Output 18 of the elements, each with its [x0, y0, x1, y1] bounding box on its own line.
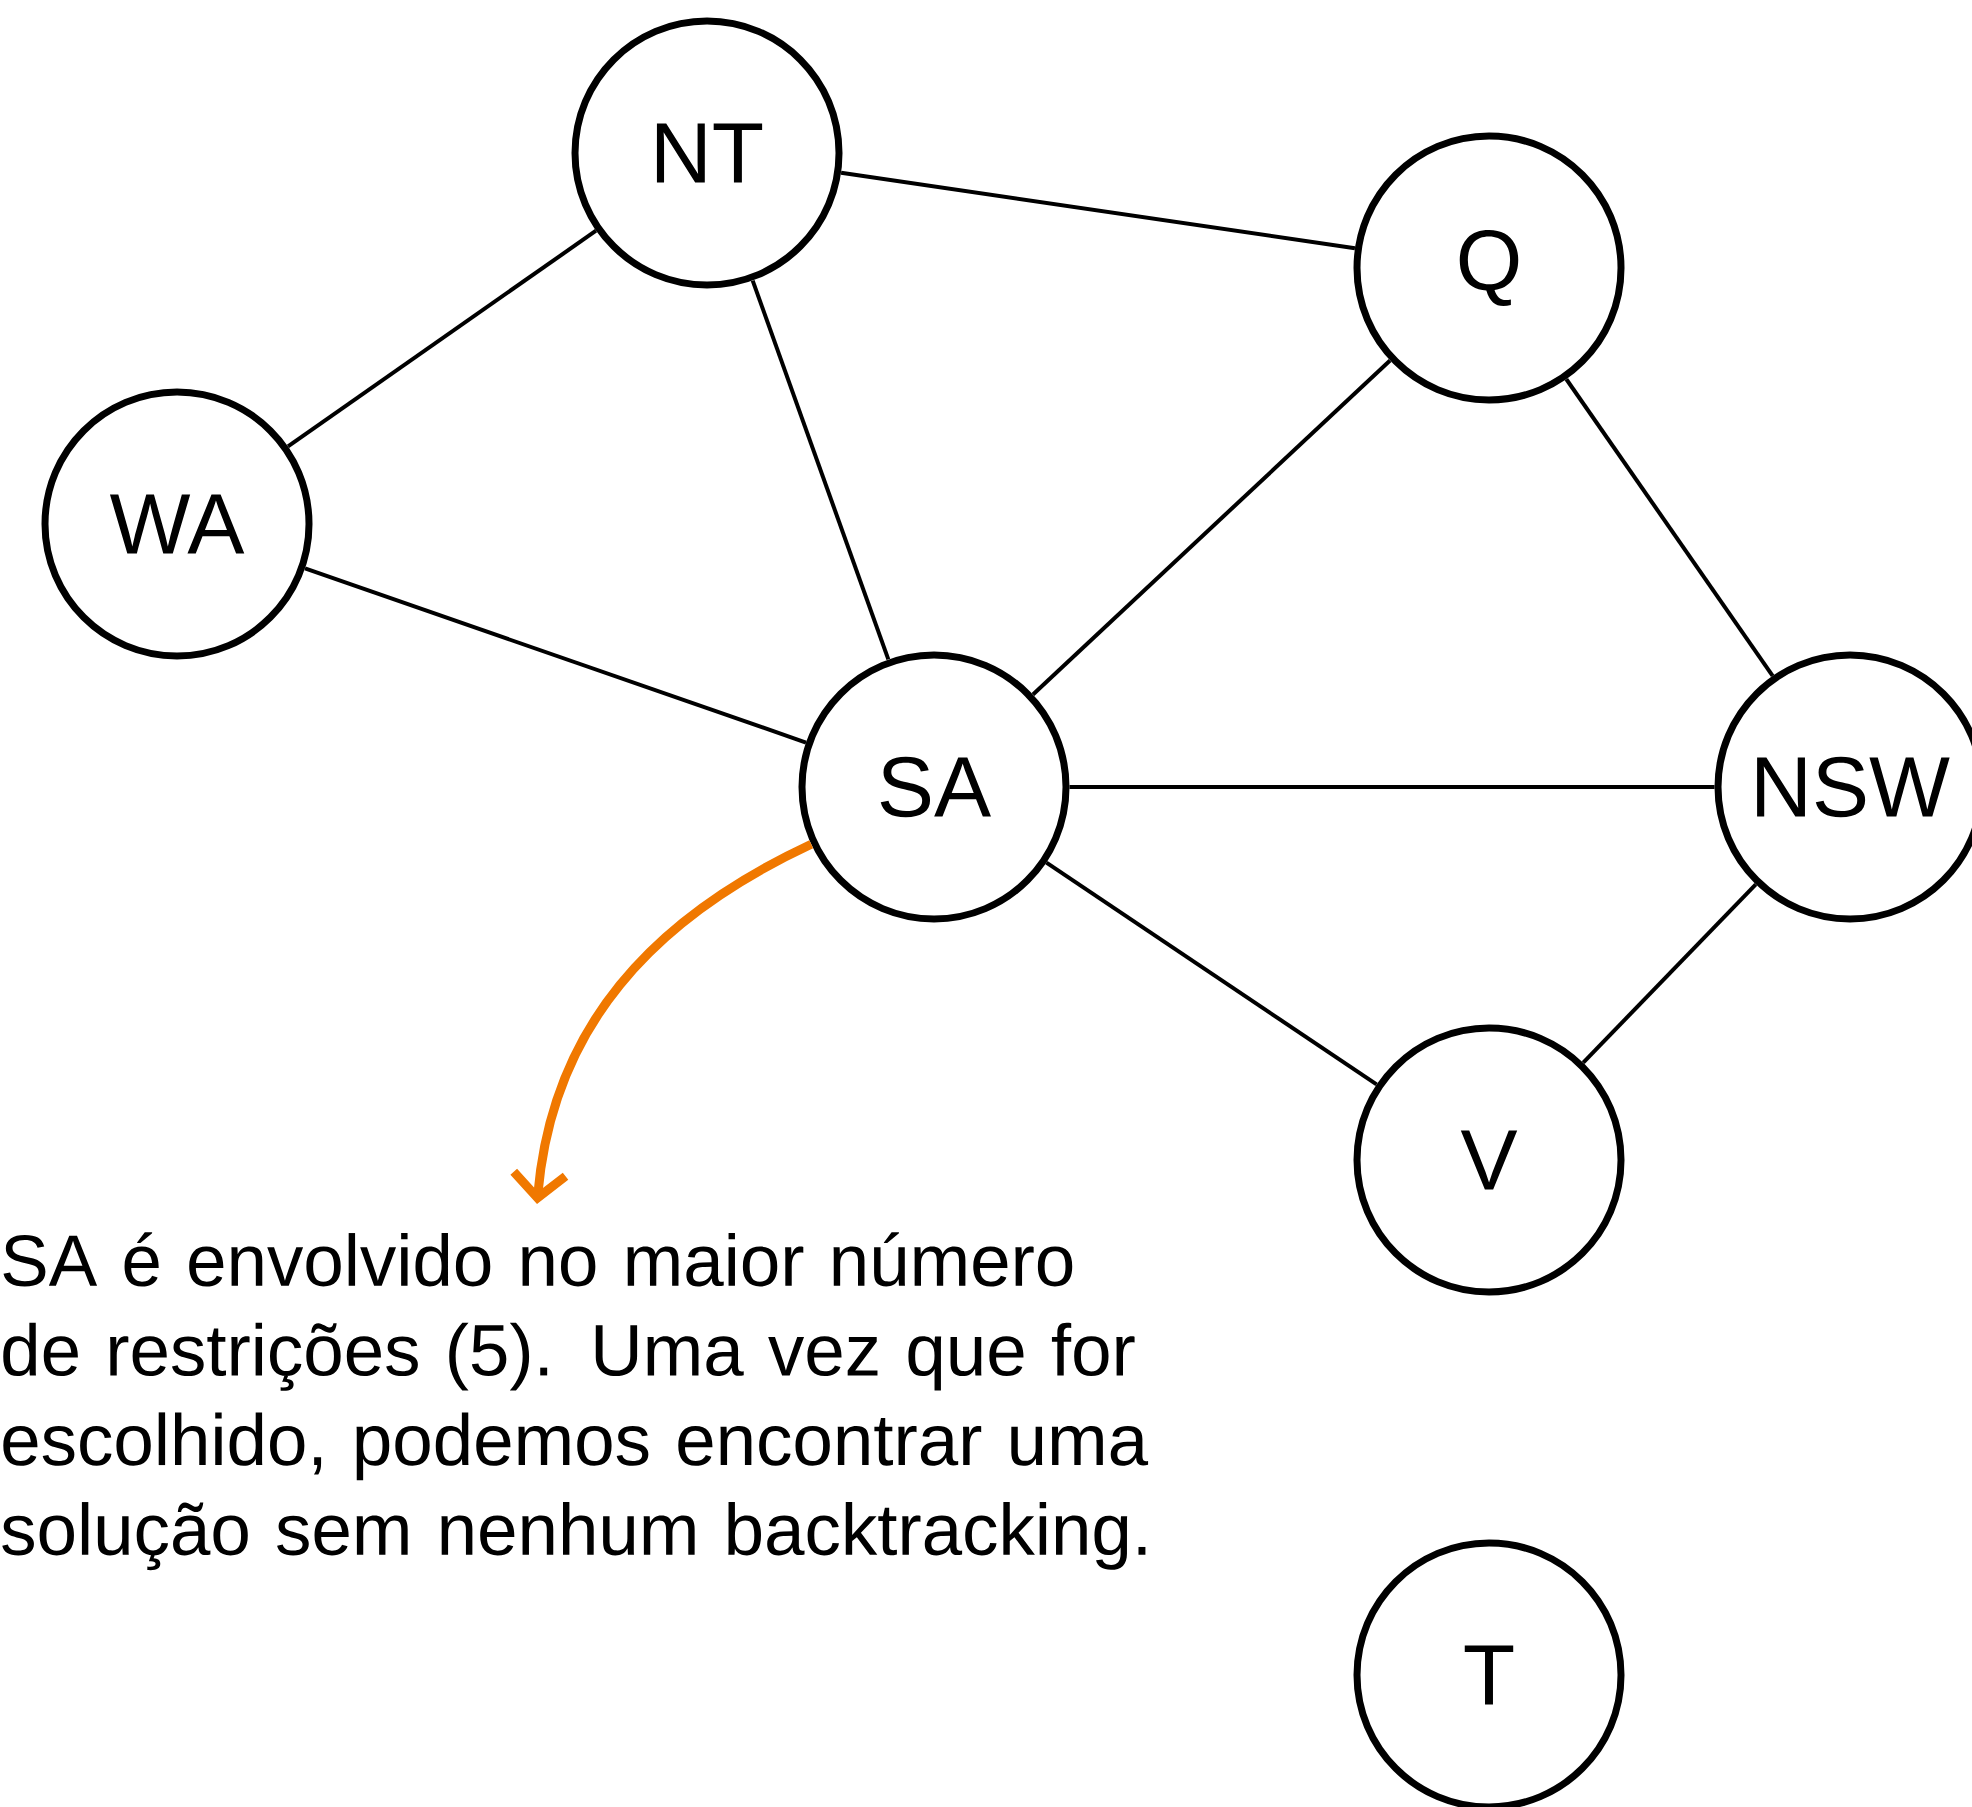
graph-node: NT	[571, 17, 843, 289]
graph-node: Q	[1353, 132, 1625, 404]
edge-line	[286, 229, 598, 448]
graph-node: V	[1353, 1024, 1625, 1296]
annotation-text: SA é envolvido no maior número de restrições (5). Uma vez que for escolhido, podemos encontrar uma solução sem nenhum backtracking.	[2, 1232, 1149, 1571]
edge-line	[1581, 882, 1758, 1065]
edge-line	[1045, 860, 1378, 1087]
edge-line	[840, 170, 1356, 251]
graph-node: T	[1353, 1539, 1625, 1807]
graph-node: NSW	[1714, 651, 1972, 923]
edge-line	[1031, 359, 1392, 696]
edge-line	[1564, 378, 1775, 677]
graph-node: SA	[798, 651, 1070, 923]
edge-line	[750, 279, 891, 661]
graph-node: WA	[41, 388, 313, 660]
arrow	[510, 840, 814, 1204]
edge-line	[1069, 785, 1715, 789]
edge-line	[304, 566, 807, 745]
